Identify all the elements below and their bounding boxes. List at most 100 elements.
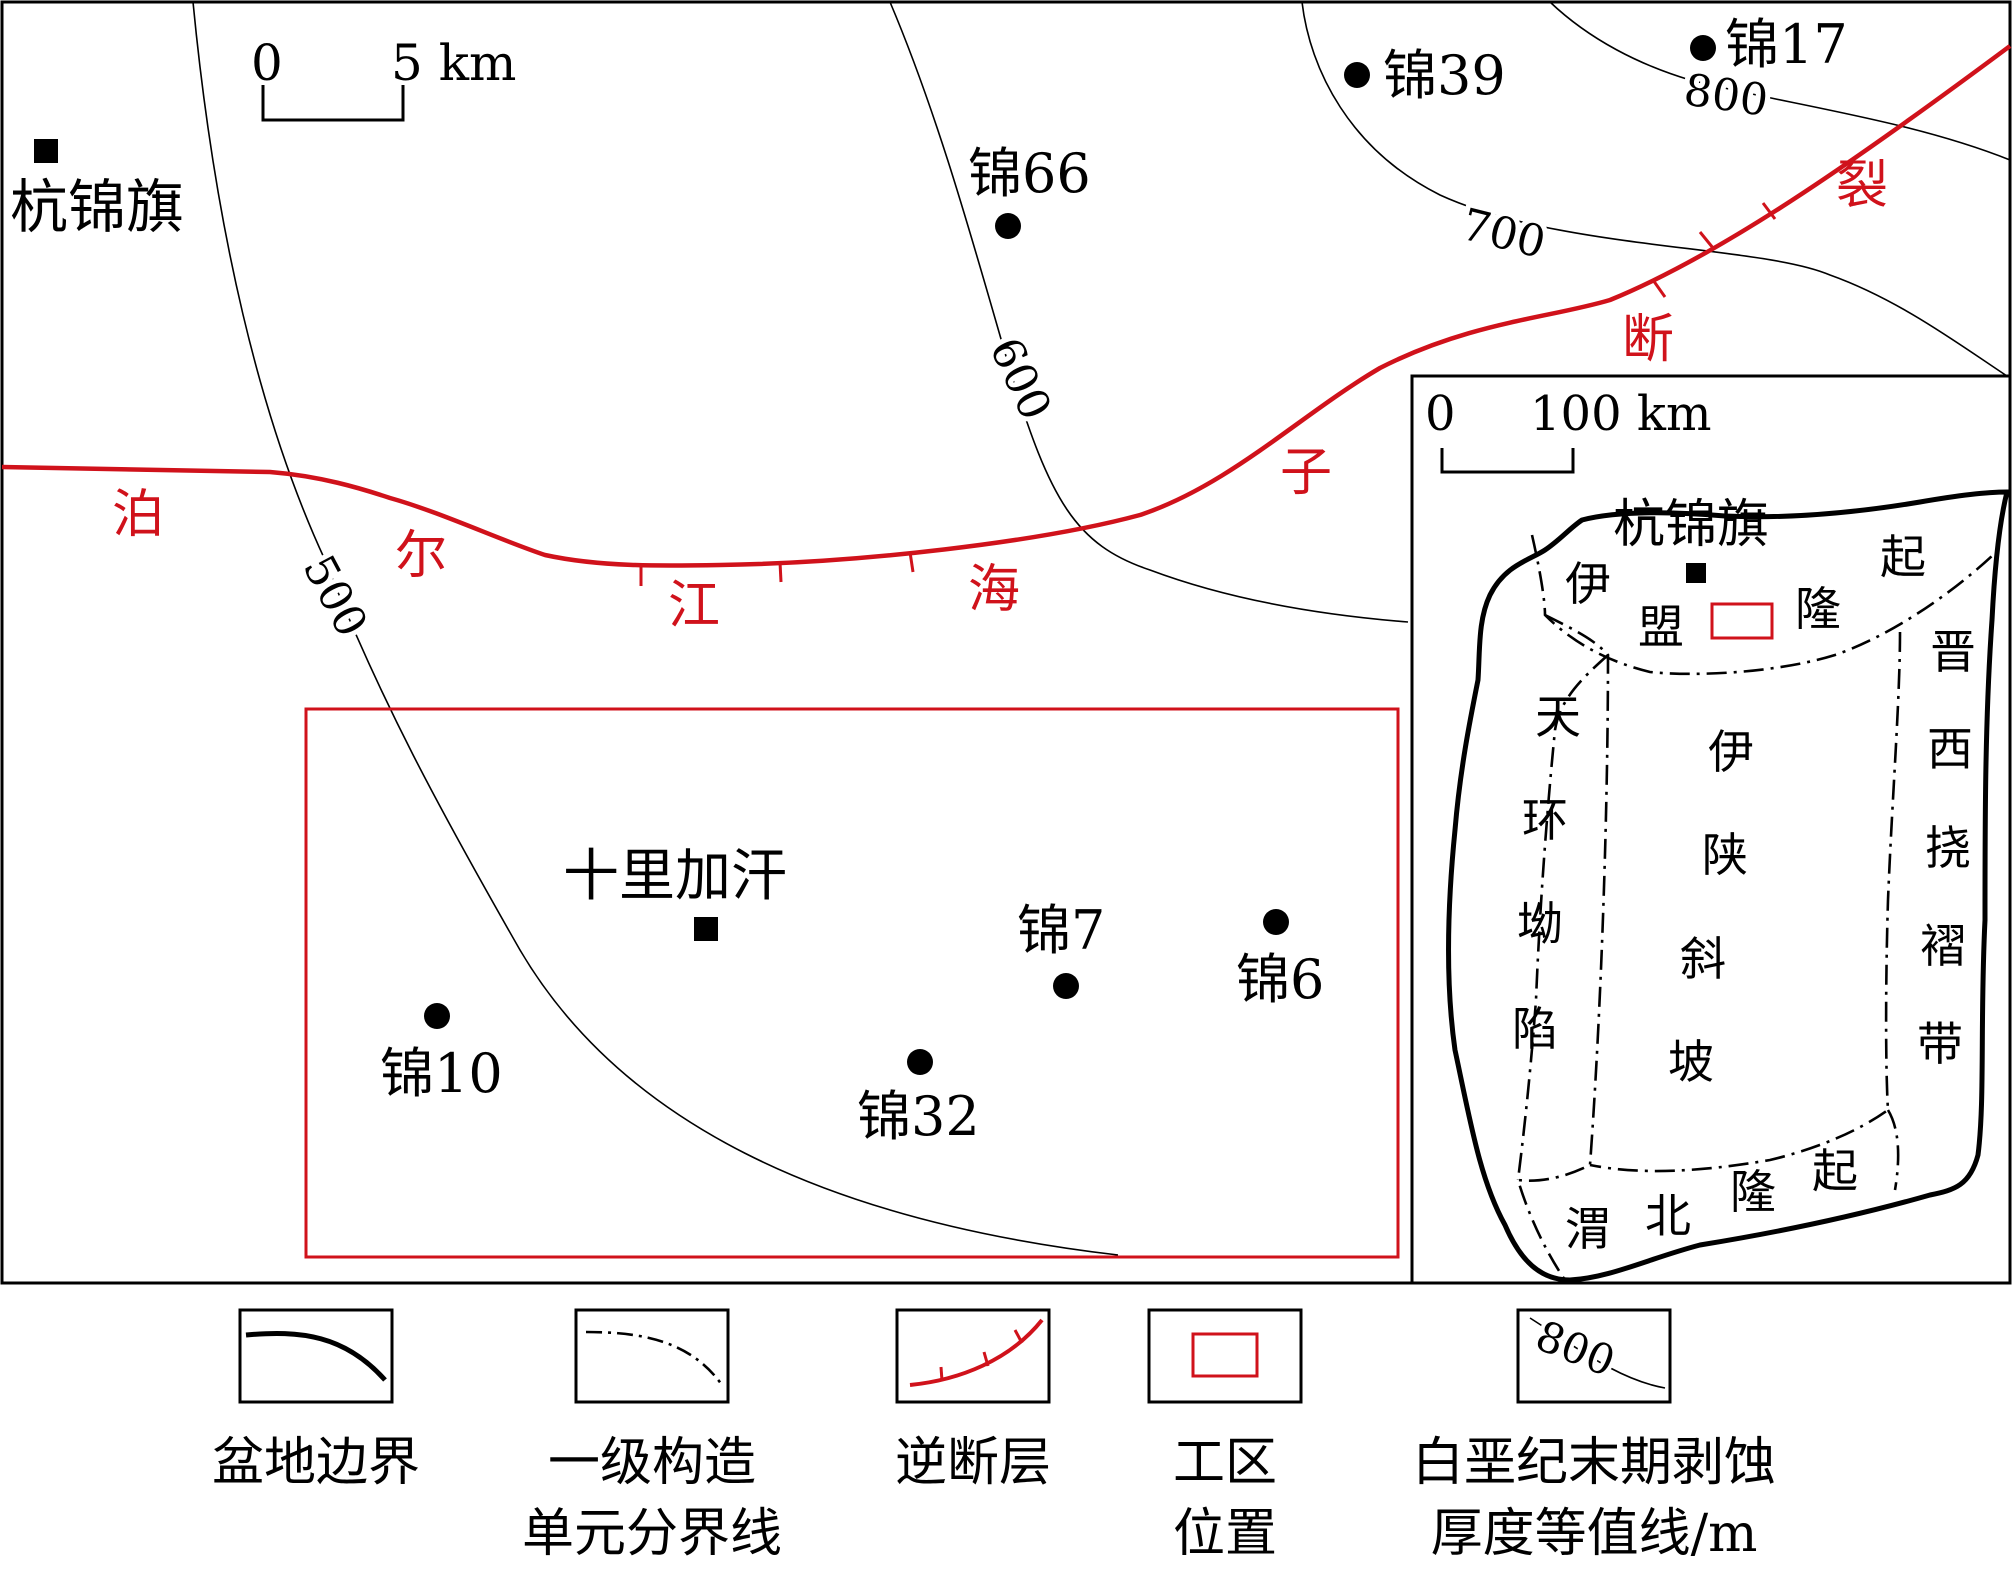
region-jinxi-fold-belt-char: 褶 <box>1920 919 1966 973</box>
fault-char: 断 <box>1622 310 1674 370</box>
inset-scale-bar: 0 100 km <box>1425 386 1711 474</box>
scale-bar-label: 100 km <box>1530 386 1711 442</box>
inset-region-labels: 伊 盟 隆 起 天 环 坳 陷 伊 陕 斜 坡 晋 西 挠 褶 带 渭 北 隆 … <box>1512 530 1976 1256</box>
town-hangjinqi: 杭锦旗 <box>10 139 184 241</box>
contour-line-700 <box>1301 1 2011 379</box>
legend-isopach-line <box>1529 1317 1666 1389</box>
region-yimeng-uplift-char: 隆 <box>1795 582 1841 636</box>
legend-label: 单元分界线 <box>522 1504 782 1564</box>
well-marker <box>1053 973 1079 999</box>
region-jinxi-fold-belt-char: 带 <box>1917 1017 1963 1071</box>
legend-swatch <box>1147 1308 1303 1404</box>
region-yishan-slope-char: 陕 <box>1702 828 1748 882</box>
well-jin39: 锦39 <box>1344 44 1506 107</box>
region-weibei-uplift-char: 起 <box>1812 1144 1858 1198</box>
scale-bar-zero: 0 <box>251 34 283 92</box>
scale-bar-label: 5 km <box>391 34 516 92</box>
contour-line-600 <box>889 1 1409 623</box>
legend-item-basin-boundary: 盆地边界 <box>212 1308 420 1493</box>
unit-boundary <box>1516 654 1609 1181</box>
region-yimeng-uplift-char: 伊 <box>1565 557 1611 611</box>
legend-swatch <box>574 1308 730 1404</box>
town-marker <box>694 917 718 941</box>
fault-char: 裂 <box>1836 156 1888 216</box>
unit-boundaries <box>1516 534 1994 1281</box>
region-jinxi-fold-belt-char: 挠 <box>1925 821 1971 875</box>
legend-label: 工区 <box>1173 1433 1277 1493</box>
region-jinxi-fold-belt-char: 晋 <box>1930 625 1976 679</box>
well-label: 锦6 <box>1236 948 1324 1011</box>
region-yimeng-uplift-char: 起 <box>1880 530 1926 584</box>
scale-bar-zero: 0 <box>1425 386 1456 442</box>
legend-item-isopach: 800 白垩纪末期剥蚀 厚度等值线/m <box>1412 1307 1776 1564</box>
well-jin17: 锦17 <box>1690 13 1848 76</box>
boerjianghaizi-fault <box>1 44 2012 586</box>
well-jin6: 锦6 <box>1236 909 1324 1011</box>
town-label: 十里加汗 <box>563 844 787 909</box>
scale-bar-main: 0 5 km <box>251 34 516 122</box>
fault-char: 海 <box>968 560 1020 620</box>
town-shilijiahan: 十里加汗 <box>563 844 787 941</box>
well-jin7: 锦7 <box>1017 899 1105 999</box>
town-label: 杭锦旗 <box>10 173 184 241</box>
isopach-contours <box>192 1 2011 1256</box>
legend-basin-line <box>245 1331 387 1382</box>
region-tianhuan-depression-char: 环 <box>1522 793 1568 847</box>
region-jinxi-fold-belt-char: 西 <box>1927 722 1973 776</box>
basin-boundary <box>1446 489 2011 1283</box>
legend-item-thrust-fault: 逆断层 <box>895 1308 1051 1493</box>
well-label: 锦7 <box>1017 899 1105 962</box>
legend: 盆地边界 一级构造 单元分界线 逆断层 工区 位置 8 <box>212 1307 1776 1564</box>
legend-label: 一级构造 <box>548 1433 756 1493</box>
region-yishan-slope-char: 斜 <box>1680 932 1726 986</box>
wells: 锦17 锦39 锦66 锦7 锦6 锦10 <box>380 13 1848 1148</box>
region-tianhuan-depression-char: 天 <box>1535 690 1581 744</box>
well-jin32: 锦32 <box>857 1049 980 1148</box>
legend-work-area-box <box>1191 1332 1259 1378</box>
legend-label: 逆断层 <box>895 1433 1051 1493</box>
region-tianhuan-depression-char: 坳 <box>1517 897 1563 951</box>
contour-line-800 <box>1549 1 2011 161</box>
inset-town-marker <box>1686 563 1706 583</box>
fault-name-labels: 泊 尔 江 海 子 断 裂 <box>112 156 1888 636</box>
well-marker <box>424 1003 450 1029</box>
region-yimeng-uplift-char: 盟 <box>1638 600 1684 654</box>
well-marker <box>995 213 1021 239</box>
contour-line-500 <box>192 1 1119 1256</box>
inset-work-area <box>1710 602 1774 640</box>
region-yishan-slope-char: 坡 <box>1668 1035 1714 1089</box>
legend-item-work-area: 工区 位置 <box>1147 1308 1303 1564</box>
legend-label: 白垩纪末期剥蚀 <box>1412 1433 1776 1493</box>
well-label: 锦32 <box>857 1085 980 1148</box>
well-label: 锦66 <box>968 142 1091 205</box>
fault-tick <box>1761 202 1777 220</box>
scale-bar-line <box>261 85 405 122</box>
fault-tick <box>1698 231 1715 249</box>
legend-swatch <box>1516 1308 1672 1404</box>
fault-trace <box>1 44 2012 568</box>
region-tianhuan-depression-char: 陷 <box>1512 1002 1558 1056</box>
well-marker <box>1263 909 1289 935</box>
legend-fault-tick <box>939 1366 944 1382</box>
legend-item-unit-boundary: 一级构造 单元分界线 <box>522 1308 782 1564</box>
well-jin66: 锦66 <box>968 142 1091 239</box>
legend-label: 盆地边界 <box>212 1433 420 1493</box>
legend-fault-line <box>909 1318 1044 1387</box>
well-marker <box>907 1049 933 1075</box>
fault-tick <box>908 551 915 573</box>
legend-unit-line <box>585 1330 724 1386</box>
legend-label: 厚度等值线/m <box>1431 1504 1758 1564</box>
well-jin10: 锦10 <box>380 1003 503 1105</box>
well-label: 锦39 <box>1383 44 1506 107</box>
inset-map: 0 100 km 杭锦旗 伊 盟 隆 起 天 环 坳 陷 伊 陕 <box>1410 374 2012 1285</box>
fault-char: 江 <box>668 576 720 636</box>
region-weibei-uplift-char: 渭 <box>1565 1202 1611 1256</box>
inset-frame <box>1410 374 2012 1285</box>
scale-bar-line <box>1440 448 1575 474</box>
town-marker <box>34 139 58 163</box>
legend-swatch <box>238 1308 394 1404</box>
well-label: 锦17 <box>1725 13 1848 76</box>
region-yishan-slope-char: 伊 <box>1708 725 1754 779</box>
legend-fault-tick <box>982 1351 990 1367</box>
